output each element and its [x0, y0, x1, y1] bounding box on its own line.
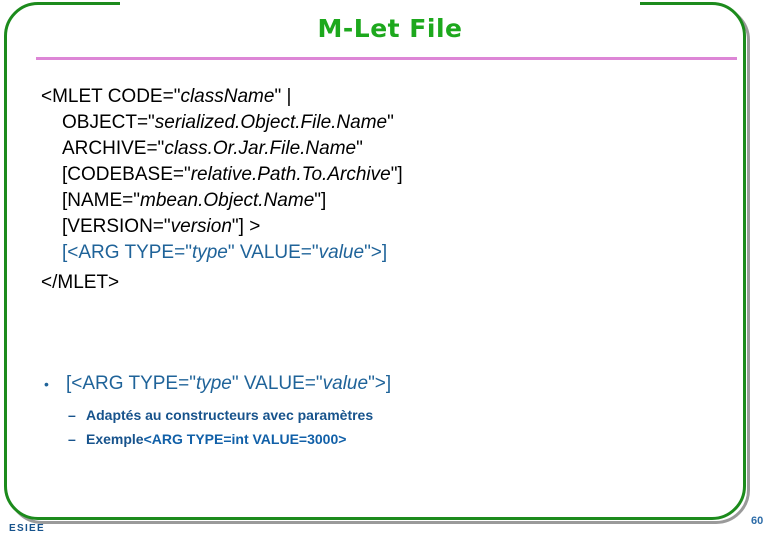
bullet-middle: " VALUE=" [231, 373, 323, 394]
footer-page-number: 60 [751, 515, 764, 527]
code-keyword: [<ARG TYPE=" [62, 242, 192, 263]
bullet-prefix: [<ARG TYPE=" [66, 373, 196, 394]
code-suffix: "] > [231, 216, 261, 237]
code-line-object: OBJECT="serialized.Object.File.Name" [41, 110, 601, 136]
bullet-type-value: type [195, 373, 232, 394]
sub-bullet-text: Adaptés au constructeurs avec paramètres [86, 407, 374, 423]
bullet-suffix: ">] [368, 373, 392, 394]
code-keyword: ARCHIVE=" [62, 138, 165, 159]
sub-bullet-text: Exemple [86, 431, 144, 447]
code-line-name: [NAME="mbean.Object.Name"] [41, 188, 601, 214]
slide-frame-border [4, 2, 746, 520]
code-value: mbean.Object.Name [140, 190, 315, 211]
code-value: className [180, 86, 275, 107]
sub-bullet-adaptes: – Adaptés au constructeurs avec paramètr… [68, 405, 373, 425]
code-suffix: ">] [364, 242, 388, 263]
code-line-close-mlet: </MLET> [41, 272, 120, 293]
code-middle: " VALUE=" [227, 242, 319, 263]
mlet-code-block: <MLET CODE="className" | OBJECT="seriali… [41, 84, 601, 266]
bullet-marker-icon: • [44, 376, 49, 392]
sub-bullet-code-sample: <ARG TYPE=int VALUE=3000> [143, 431, 347, 447]
code-keyword: [NAME=" [62, 190, 141, 211]
code-suffix: "] [314, 190, 327, 211]
code-value-value: value [318, 242, 365, 263]
code-line-archive: ARCHIVE="class.Or.Jar.File.Name" [41, 136, 601, 162]
sub-bullet-exemple: – Exemple <ARG TYPE=int VALUE=3000> [68, 429, 346, 449]
code-value: serialized.Object.File.Name [154, 112, 388, 133]
dash-marker-icon: – [68, 407, 76, 423]
footer-logo-esiee: ESIEE [9, 523, 45, 534]
dash-marker-icon: – [68, 431, 76, 447]
bullet-item-arg: • [<ARG TYPE="type" VALUE="value">] [44, 372, 391, 396]
code-keyword: [CODEBASE=" [62, 164, 191, 185]
code-line-arg: [<ARG TYPE="type" VALUE="value">] [41, 240, 601, 266]
code-keyword: [VERSION=" [62, 216, 171, 237]
code-value-type: type [191, 242, 228, 263]
page-title: M-Let File [317, 14, 463, 43]
code-suffix: " [387, 112, 394, 133]
code-suffix: " [356, 138, 363, 159]
frame-top-gap [120, 0, 640, 6]
code-line-mlet: <MLET CODE="className" | [41, 84, 601, 110]
code-keyword: <MLET CODE=" [41, 86, 181, 107]
code-keyword: OBJECT=" [62, 112, 155, 133]
code-suffix: "] [390, 164, 403, 185]
code-line-codebase: [CODEBASE="relative.Path.To.Archive"] [41, 162, 601, 188]
title-divider-rule [36, 57, 737, 60]
code-line-version: [VERSION="version"] > [41, 214, 601, 240]
code-suffix: " | [274, 86, 292, 107]
bullet-text: [<ARG TYPE="type" VALUE="value">] [66, 372, 391, 396]
code-value: version [170, 216, 232, 237]
code-value: relative.Path.To.Archive [190, 164, 391, 185]
code-value: class.Or.Jar.File.Name [164, 138, 357, 159]
bullet-value-value: value [322, 373, 369, 394]
